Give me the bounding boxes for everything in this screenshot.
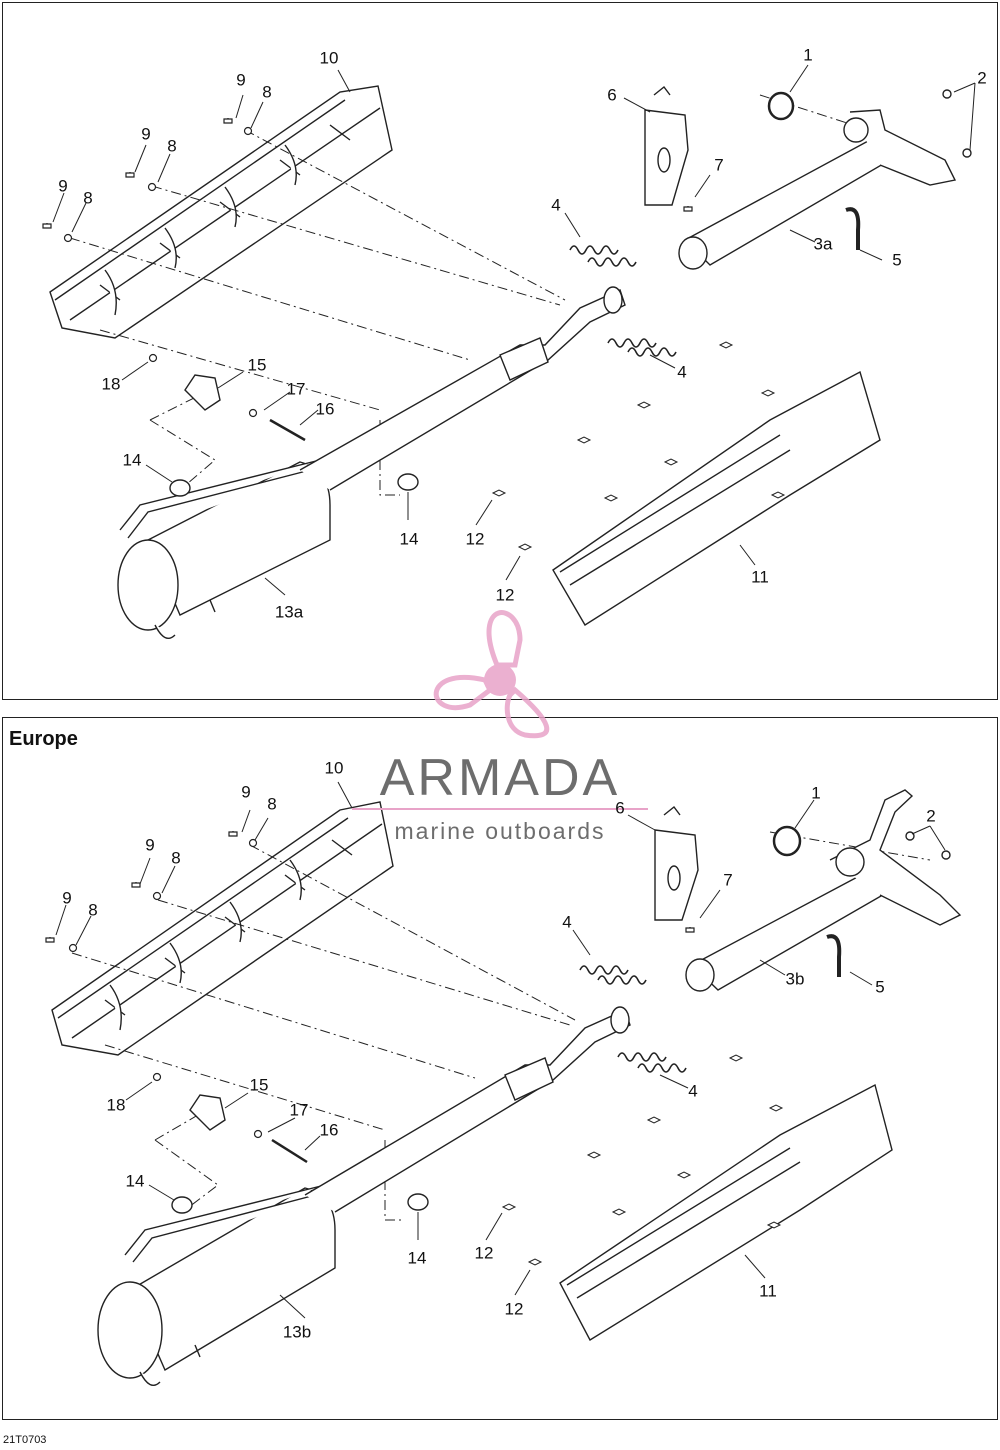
watermark-brand: ARMADA: [379, 749, 621, 807]
callout-1: 1: [803, 45, 813, 65]
callout-4: 4: [551, 195, 561, 215]
callout-18: 18: [106, 1095, 126, 1115]
heat-shield-10: [49, 85, 393, 339]
callout-11: 11: [759, 1281, 777, 1301]
callout-18: 18: [101, 374, 121, 394]
watermark-tagline: marine outboards: [394, 818, 606, 844]
callout-15: 15: [247, 355, 267, 375]
watermark-divider: [352, 808, 648, 810]
callout-10: 10: [319, 48, 339, 68]
callout-14: 14: [122, 450, 142, 470]
callout-12: 12: [465, 529, 485, 549]
callout-11: 11: [751, 567, 769, 587]
callout-13a: 13a: [274, 602, 304, 622]
callout-2: 2: [977, 68, 987, 88]
diagram-standard: [42, 64, 976, 639]
callout-10: 10: [324, 758, 344, 778]
callout-8: 8: [88, 900, 98, 920]
callout-12: 12: [474, 1243, 494, 1263]
callout-1: 1: [811, 783, 821, 803]
bracket-6: [644, 86, 689, 206]
header-pipe-3b: [685, 789, 962, 992]
heat-shield-10-eu: [51, 801, 394, 1056]
header-pipe-3a: [678, 109, 957, 270]
callout-5: 5: [892, 250, 902, 270]
gasket-1: [767, 91, 795, 121]
callout-9: 9: [241, 782, 251, 802]
callout-9: 9: [58, 176, 68, 196]
callout-15: 15: [249, 1075, 269, 1095]
callout-8: 8: [171, 848, 181, 868]
callout-4: 4: [677, 362, 687, 382]
tail-pipe-eu: [304, 1006, 631, 1213]
callout-3a: 3a: [813, 234, 833, 254]
callout-13b: 13b: [282, 1322, 312, 1342]
bracket-6-eu: [654, 806, 699, 921]
gasket-1-eu: [772, 825, 802, 857]
callout-5: 5: [875, 977, 885, 997]
callout-17: 17: [289, 1100, 309, 1120]
callout-12: 12: [495, 585, 515, 605]
propeller-icon: [433, 610, 550, 739]
callout-9: 9: [141, 124, 151, 144]
muffler-13b: [97, 1179, 341, 1386]
callout-3b: 3b: [785, 969, 805, 989]
callout-8: 8: [267, 794, 277, 814]
callout-8: 8: [167, 136, 177, 156]
callout-4: 4: [688, 1081, 698, 1101]
bracket-15: [184, 374, 221, 411]
hose-5: [845, 207, 861, 250]
callout-16: 16: [315, 399, 335, 419]
hose-5-eu: [826, 934, 842, 977]
cover-11-eu: [559, 1083, 893, 1341]
callout-17: 17: [286, 379, 306, 399]
section-title-europe: Europe: [9, 728, 78, 750]
callout-14: 14: [125, 1171, 145, 1191]
bracket-15-eu: [189, 1094, 226, 1131]
callout-8: 8: [262, 82, 272, 102]
callout-8: 8: [83, 188, 93, 208]
tail-pipe: [299, 286, 626, 491]
diagram-europe: [45, 781, 962, 1386]
callout-9: 9: [62, 888, 72, 908]
callout-9: 9: [145, 835, 155, 855]
callout-14: 14: [407, 1248, 427, 1268]
callout-12: 12: [504, 1299, 524, 1319]
callout-4: 4: [562, 912, 572, 932]
callout-16: 16: [319, 1120, 339, 1140]
callout-14: 14: [399, 529, 419, 549]
cover-11: [552, 370, 881, 626]
callout-6: 6: [607, 85, 617, 105]
callout-7: 7: [723, 870, 733, 890]
drawing-code: 21T0703: [3, 1434, 47, 1446]
callout-6: 6: [615, 798, 625, 818]
callout-2: 2: [926, 806, 936, 826]
callout-7: 7: [714, 155, 724, 175]
callout-9: 9: [236, 70, 246, 90]
